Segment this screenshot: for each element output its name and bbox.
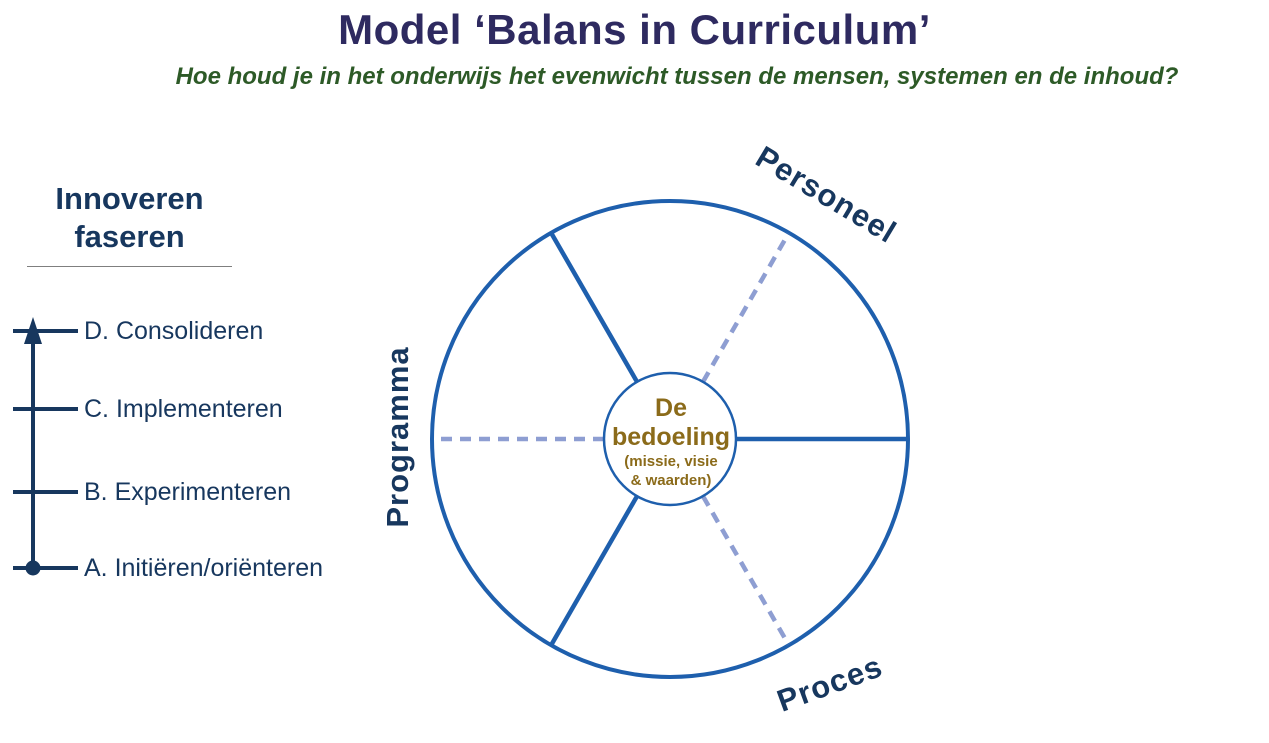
dashed-spokes <box>434 232 791 646</box>
phase-timeline <box>13 329 78 570</box>
hub-subtitle-line2: & waarden) <box>630 472 712 489</box>
phase-item-implementeren: C. Implementeren <box>84 395 283 423</box>
outer-circle <box>430 199 910 679</box>
sidebar-heading: Innoveren faseren <box>27 180 232 256</box>
page-subtitle: Hoe houd je in het onderwijs het evenwic… <box>175 63 1179 90</box>
spoke-lower-right-dashed <box>701 495 791 646</box>
hub-title-line2: bedoeling <box>611 423 731 451</box>
hub-circle <box>602 371 738 507</box>
hub-title-line1: De <box>655 394 687 422</box>
wheel-label-programma: Programma <box>380 346 415 528</box>
balance-wheel <box>430 199 910 679</box>
spoke-upper-right-dashed <box>701 232 791 383</box>
sidebar-separator-line <box>27 266 232 267</box>
page-title: Model ‘Balans in Curriculum’ <box>338 6 931 53</box>
sidebar-heading-line2: faseren <box>74 219 185 254</box>
phase-item-consolideren: D. Consolideren <box>84 317 264 345</box>
hub-subtitle-line1: (missie, visie <box>624 453 718 470</box>
solid-spokes <box>549 232 906 646</box>
hub-text-block: De bedoeling (missie, visie & waarden) <box>596 394 746 490</box>
phase-item-experimenteren: B. Experimenteren <box>84 478 292 506</box>
timeline-arrowhead-icon <box>24 317 42 344</box>
sidebar-heading-line1: Innoveren <box>55 181 204 216</box>
spoke-upper-left-solid <box>549 232 639 383</box>
spoke-lower-left-solid <box>549 495 639 646</box>
timeline-start-dot <box>25 560 41 576</box>
phase-item-initieren: A. Initiëren/oriënteren <box>84 554 324 582</box>
